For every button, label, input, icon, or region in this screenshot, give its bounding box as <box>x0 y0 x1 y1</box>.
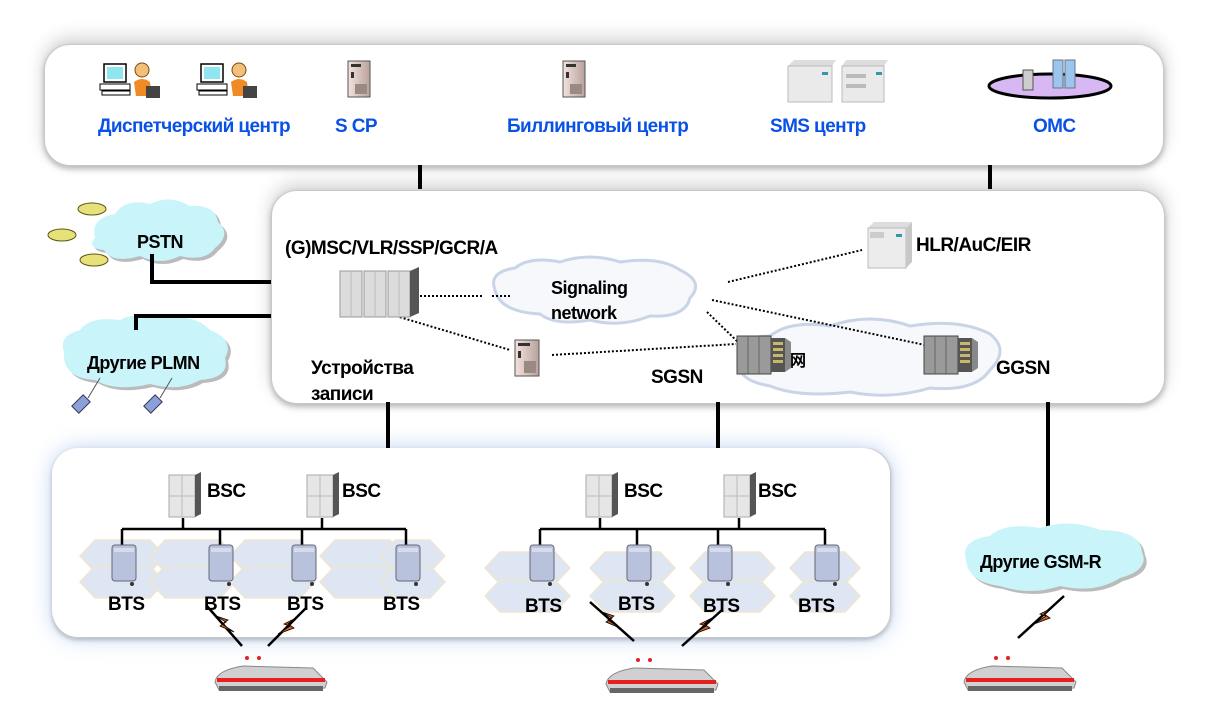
msc-label: (G)MSC/VLR/SSP/GCR/A <box>285 238 498 259</box>
link-line <box>418 165 422 189</box>
train-icon <box>214 656 328 691</box>
scp-label: S CP <box>335 116 378 137</box>
billing-center-label: Биллинговый центр <box>507 116 689 137</box>
bts-label: BTS <box>204 594 241 615</box>
ggsn-label: GGSN <box>996 358 1050 379</box>
sgsn-tag-label: 网 <box>790 353 806 370</box>
bts-icon <box>529 544 555 586</box>
radio-link-lightning <box>205 595 1065 647</box>
cell-coverage-hexes <box>78 539 862 613</box>
bts-icon <box>395 544 421 586</box>
train-icon <box>605 658 719 693</box>
bsc-label: BSC <box>758 481 797 502</box>
msc-cabinet-icon <box>339 267 419 318</box>
gsmr-cloud <box>965 523 1147 594</box>
mobile-phone-icons <box>71 377 173 414</box>
bts-icon <box>111 544 137 586</box>
signaling-network-cloud <box>492 255 698 325</box>
omc-label: OMC <box>1033 116 1076 137</box>
recorder-label-line2: записи <box>311 384 374 405</box>
hlr-label: HLR/AuC/EIR <box>916 235 1031 256</box>
link-line <box>988 165 992 189</box>
server-cabinet-icon <box>787 60 888 103</box>
dispatch-center-label: Диспетчерский центр <box>98 116 291 137</box>
bts-icon <box>291 544 317 586</box>
signaling-label-line2: network <box>551 303 617 323</box>
bts-label: BTS <box>703 596 740 617</box>
bts-label: BTS <box>798 596 835 617</box>
sgsn-cabinet-icon <box>736 335 791 375</box>
recorder-server-icon <box>514 339 540 377</box>
signaling-label-line1: Signaling <box>551 278 628 298</box>
bsc-label: BSC <box>624 481 663 502</box>
sgsn-label: SGSN <box>651 367 703 388</box>
network-ring-icon <box>987 59 1113 100</box>
bts-icon <box>814 544 840 586</box>
signaling-network-label: Signaling network <box>551 276 628 326</box>
pstn-label: PSTN <box>137 232 184 252</box>
train-icon <box>963 656 1077 691</box>
operator-workstation-icon <box>99 62 160 98</box>
server-tower-icon <box>347 60 371 98</box>
service-layer-panel <box>44 44 1164 166</box>
server-tower-icon <box>562 60 586 98</box>
sms-center-label: SMS центр <box>770 116 866 137</box>
bts-label: BTS <box>525 596 562 617</box>
bts-label: BTS <box>287 594 324 615</box>
bts-icon <box>707 544 733 586</box>
plmn-label: Другие PLMN <box>87 353 200 373</box>
bsc-icon <box>585 472 618 518</box>
pstn-cloud <box>92 199 228 264</box>
bts-label: BTS <box>383 594 420 615</box>
plmn-cloud <box>62 314 231 391</box>
bsc-label: BSC <box>207 481 246 502</box>
bts-label: BTS <box>618 594 655 615</box>
bts-icon <box>626 544 652 586</box>
telephone-icons <box>47 202 109 267</box>
recorder-label-line1: Устройства <box>311 358 414 379</box>
bsc-icon <box>723 472 756 518</box>
ggsn-cabinet-icon <box>923 335 978 375</box>
bsc-label: BSC <box>342 481 381 502</box>
operator-workstation-icon <box>196 62 257 98</box>
bts-icon <box>208 544 234 586</box>
bts-label: BTS <box>108 594 145 615</box>
gsmr-label: Другие GSM-R <box>980 552 1102 572</box>
bsc-icon <box>306 472 339 518</box>
bsc-icon <box>168 472 201 518</box>
hlr-server-icon <box>867 222 912 269</box>
recorder-label: Устройства записи <box>311 356 414 408</box>
